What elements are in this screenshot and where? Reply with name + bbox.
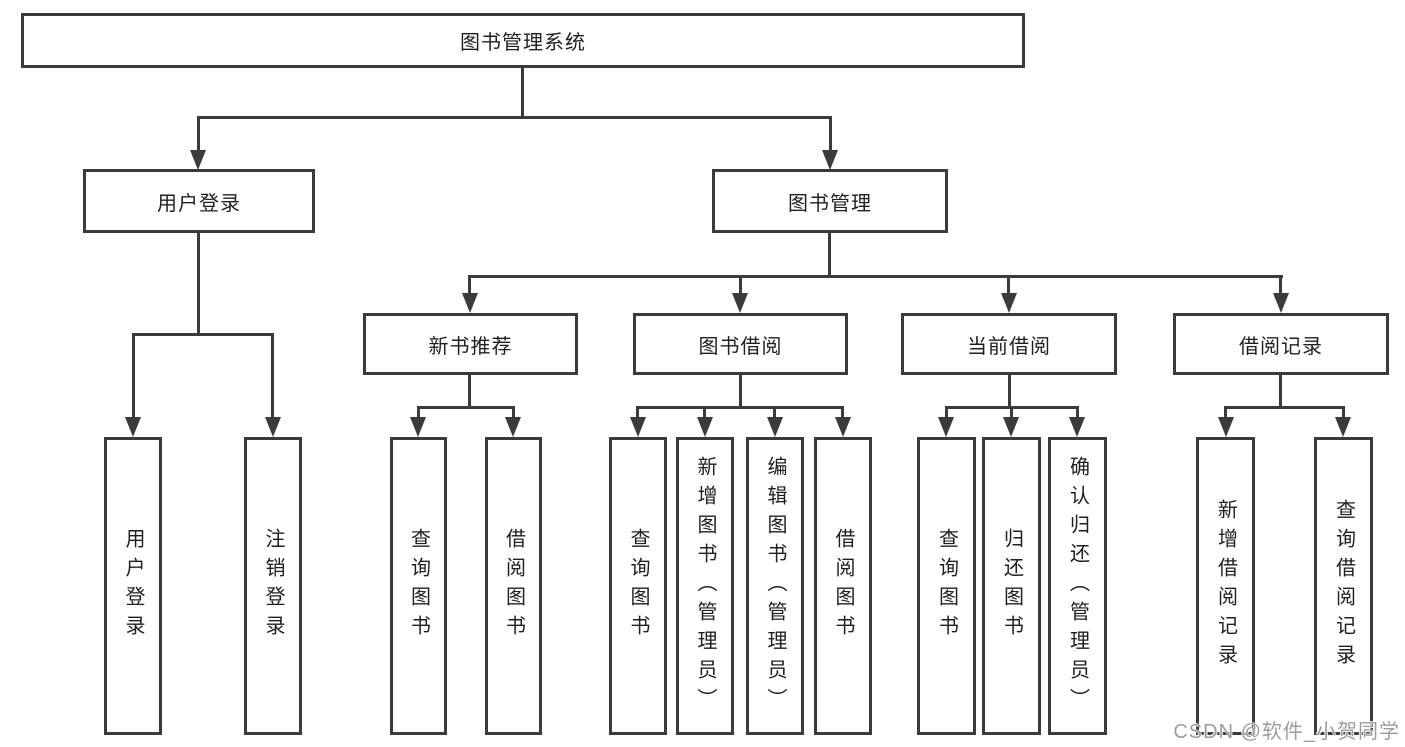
leaf-label: 归还图书 (1000, 528, 1023, 644)
connector-stem (512, 406, 515, 421)
leaf-label: 借阅图书 (502, 528, 525, 644)
node-borrowing-label: 图书借阅 (698, 335, 783, 358)
connector-stem (739, 275, 742, 297)
node-current-borrow-label: 当前借阅 (967, 335, 1051, 358)
node-new-books: 新书推荐 (363, 313, 578, 375)
node-root-label: 图书管理系统 (460, 32, 586, 54)
connector-borrowing-vertical (739, 375, 742, 409)
arrow-down-icon (1069, 417, 1085, 437)
connector-records-vertical (1279, 375, 1282, 409)
node-new-books-label: 新书推荐 (428, 335, 513, 358)
node-current-borrow: 当前借阅 (901, 313, 1117, 375)
arrow-down-icon (938, 417, 954, 437)
connector-stem (417, 406, 420, 421)
connector-current-vertical (1008, 375, 1011, 409)
node-user-login: 用户登录 (83, 169, 315, 233)
arrow-down-icon (630, 417, 646, 437)
connector-new-books-bar (417, 406, 515, 409)
connector-borrowing-bar (637, 406, 844, 409)
leaf-label: 查询图书 (627, 528, 649, 644)
arrow-down-icon (1001, 293, 1017, 313)
connector-stem-user-login (197, 116, 200, 153)
node-borrow-records: 借阅记录 (1173, 313, 1389, 375)
arrow-down-icon (505, 417, 521, 437)
leaf-label: 用户登录 (122, 528, 144, 644)
connector-stem (1279, 275, 1282, 297)
connector-new-books-vertical (468, 375, 471, 409)
arrow-down-icon (462, 293, 478, 313)
leaf-query-books: 查询图书 (609, 437, 667, 735)
arrow-down-icon (1335, 417, 1351, 437)
leaf-label: 新增图书（管理员） (694, 455, 716, 717)
connector-stem (1010, 406, 1013, 421)
node-borrowing: 图书借阅 (633, 313, 848, 375)
node-root: 图书管理系统 (21, 13, 1025, 68)
leaf-label: 查询图书 (935, 528, 958, 644)
connector-stem (271, 333, 274, 419)
connector-root-vertical (521, 66, 524, 119)
arrow-down-icon (265, 417, 281, 437)
leaf-user-login: 用户登录 (104, 437, 162, 735)
connector-stem (841, 406, 844, 421)
leaf-label: 借阅图书 (832, 528, 854, 644)
csdn-watermark: CSDN @软件_小贺同学 (1173, 721, 1400, 743)
connector-stem (1342, 406, 1345, 421)
leaf-logout: 注销登录 (244, 437, 302, 735)
leaf-label: 新增借阅记录 (1214, 499, 1237, 673)
arrow-down-icon (697, 417, 713, 437)
arrow-down-icon (822, 150, 838, 170)
connector-book-mgmt-vertical (828, 233, 831, 278)
connector-stem (1007, 275, 1010, 297)
node-user-login-label: 用户登录 (157, 192, 241, 215)
connector-stem (468, 275, 471, 297)
leaf-add-book-admin: 新增图书（管理员） (676, 437, 734, 735)
leaf-label: 查询图书 (407, 528, 430, 644)
connector-records-bar (1225, 406, 1345, 409)
connector-stem (773, 406, 776, 421)
arrow-down-icon (732, 293, 748, 313)
leaf-label: 查询借阅记录 (1332, 499, 1355, 673)
arrow-down-icon (190, 150, 206, 170)
connector-root-bar (197, 116, 832, 119)
connector-stem (1076, 406, 1079, 421)
connector-stem (1224, 406, 1227, 421)
connector-stem (945, 406, 948, 421)
node-book-mgmt-label: 图书管理 (788, 192, 872, 215)
node-borrow-records-label: 借阅记录 (1239, 335, 1323, 358)
connector-stem-book-mgmt (829, 116, 832, 153)
arrow-down-icon (410, 417, 426, 437)
arrow-down-icon (767, 417, 783, 437)
leaf-edit-book-admin: 编辑图书（管理员） (746, 437, 804, 735)
leaf-label: 确认归还（管理员） (1066, 455, 1089, 717)
leaf-query-books: 查询图书 (917, 437, 976, 735)
connector-user-login-vertical (197, 233, 200, 336)
connector-user-login-bar (133, 333, 274, 336)
leaf-borrow-books: 借阅图书 (485, 437, 542, 735)
connector-stem (132, 333, 135, 419)
arrow-down-icon (1003, 417, 1019, 437)
arrow-down-icon (1273, 293, 1289, 313)
leaf-confirm-return-admin: 确认归还（管理员） (1048, 437, 1107, 735)
arrow-down-icon (835, 417, 851, 437)
leaf-return-books: 归还图书 (982, 437, 1041, 735)
connector-book-mgmt-bar (469, 275, 1283, 278)
leaf-add-borrow-record: 新增借阅记录 (1196, 437, 1255, 735)
arrow-down-icon (1218, 417, 1234, 437)
leaf-borrow-books: 借阅图书 (814, 437, 872, 735)
node-book-mgmt: 图书管理 (712, 169, 948, 233)
leaf-query-borrow-record: 查询借阅记录 (1314, 437, 1373, 735)
connector-stem (703, 406, 706, 421)
leaf-query-books: 查询图书 (390, 437, 447, 735)
leaf-label: 注销登录 (262, 528, 284, 644)
leaf-label: 编辑图书（管理员） (764, 455, 786, 717)
connector-stem (636, 406, 639, 421)
arrow-down-icon (125, 417, 141, 437)
